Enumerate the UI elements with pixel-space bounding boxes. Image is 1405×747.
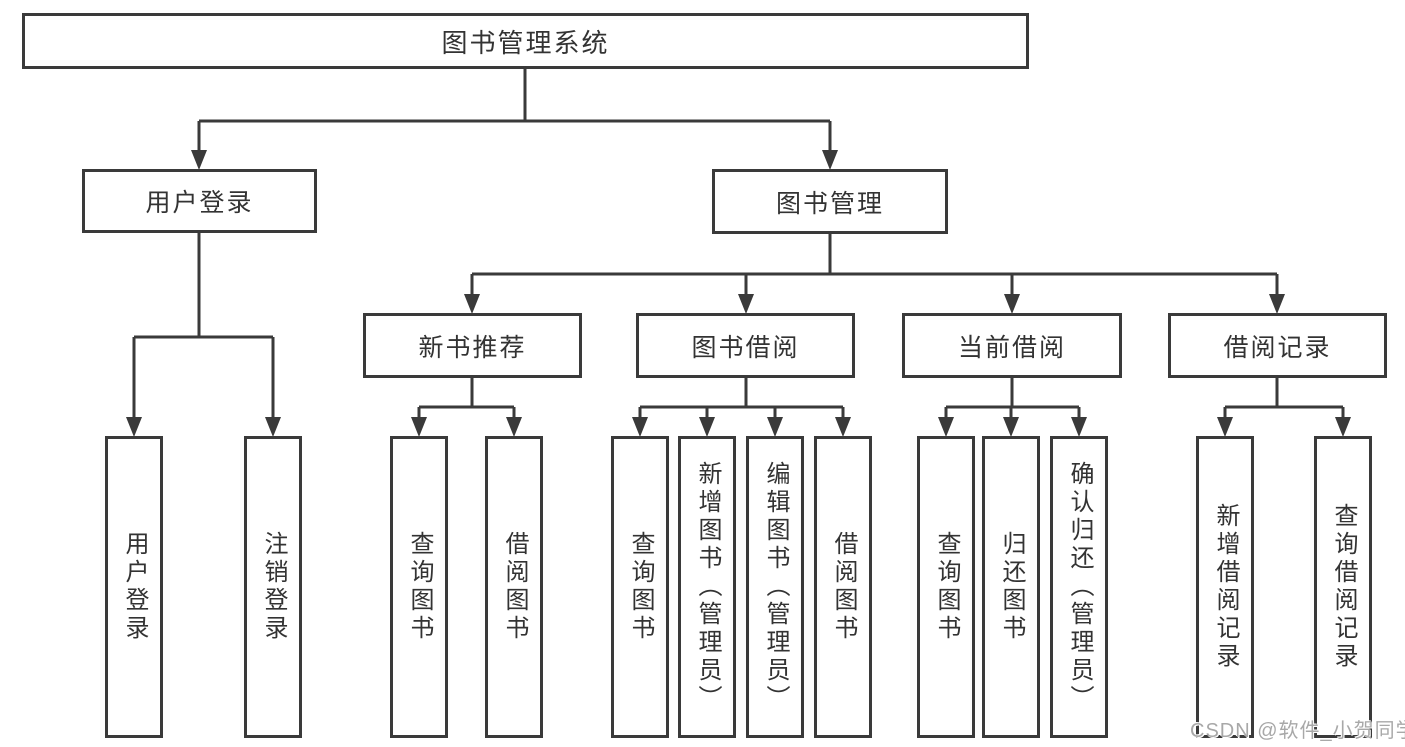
leaf-query-book-current: 查询图书	[917, 436, 975, 738]
leaf-user-login: 用户登录	[105, 436, 163, 738]
leaf-add-book-admin-label: 新增图书（管理员）	[694, 461, 721, 713]
leaf-query-borrow-record: 查询借阅记录	[1314, 436, 1372, 738]
node-user-login: 用户登录	[82, 169, 317, 233]
node-book-management: 图书管理	[712, 169, 948, 234]
leaf-query-book-borrow: 查询图书	[611, 436, 669, 738]
node-new-book-recommend: 新书推荐	[363, 313, 582, 378]
leaf-user-login-label: 用户登录	[121, 531, 148, 643]
leaf-logout-login-label: 注销登录	[260, 531, 287, 643]
leaf-edit-book-admin: 编辑图书（管理员）	[746, 436, 804, 738]
node-current-borrow: 当前借阅	[902, 313, 1122, 378]
leaf-confirm-return-admin-label: 确认归还（管理员）	[1066, 461, 1093, 713]
node-book-borrow: 图书借阅	[636, 313, 855, 378]
leaf-add-borrow-record-label: 新增借阅记录	[1212, 503, 1239, 671]
leaf-query-book-borrow-label: 查询图书	[627, 531, 654, 643]
leaf-return-book: 归还图书	[982, 436, 1040, 738]
leaf-confirm-return-admin: 确认归还（管理员）	[1050, 436, 1108, 738]
leaf-add-borrow-record: 新增借阅记录	[1196, 436, 1254, 738]
leaf-add-book-admin: 新增图书（管理员）	[678, 436, 736, 738]
node-borrow-records: 借阅记录	[1168, 313, 1387, 378]
leaf-logout-login: 注销登录	[244, 436, 302, 738]
leaf-borrow-book: 借阅图书	[814, 436, 872, 738]
leaf-borrow-book-recommend-label: 借阅图书	[501, 531, 528, 643]
leaf-edit-book-admin-label: 编辑图书（管理员）	[762, 461, 789, 713]
csdn-watermark: CSDN @软件_小贺同学	[1190, 720, 1405, 742]
leaf-borrow-book-label: 借阅图书	[830, 531, 857, 643]
arrowheads	[126, 150, 1351, 437]
leaf-query-book-recommend: 查询图书	[390, 436, 448, 738]
leaf-query-borrow-record-label: 查询借阅记录	[1330, 503, 1357, 671]
node-root-library-system: 图书管理系统	[22, 13, 1029, 69]
leaf-query-book-current-label: 查询图书	[933, 531, 960, 643]
leaf-query-book-recommend-label: 查询图书	[406, 531, 433, 643]
leaf-borrow-book-recommend: 借阅图书	[485, 436, 543, 738]
leaf-return-book-label: 归还图书	[998, 531, 1025, 643]
